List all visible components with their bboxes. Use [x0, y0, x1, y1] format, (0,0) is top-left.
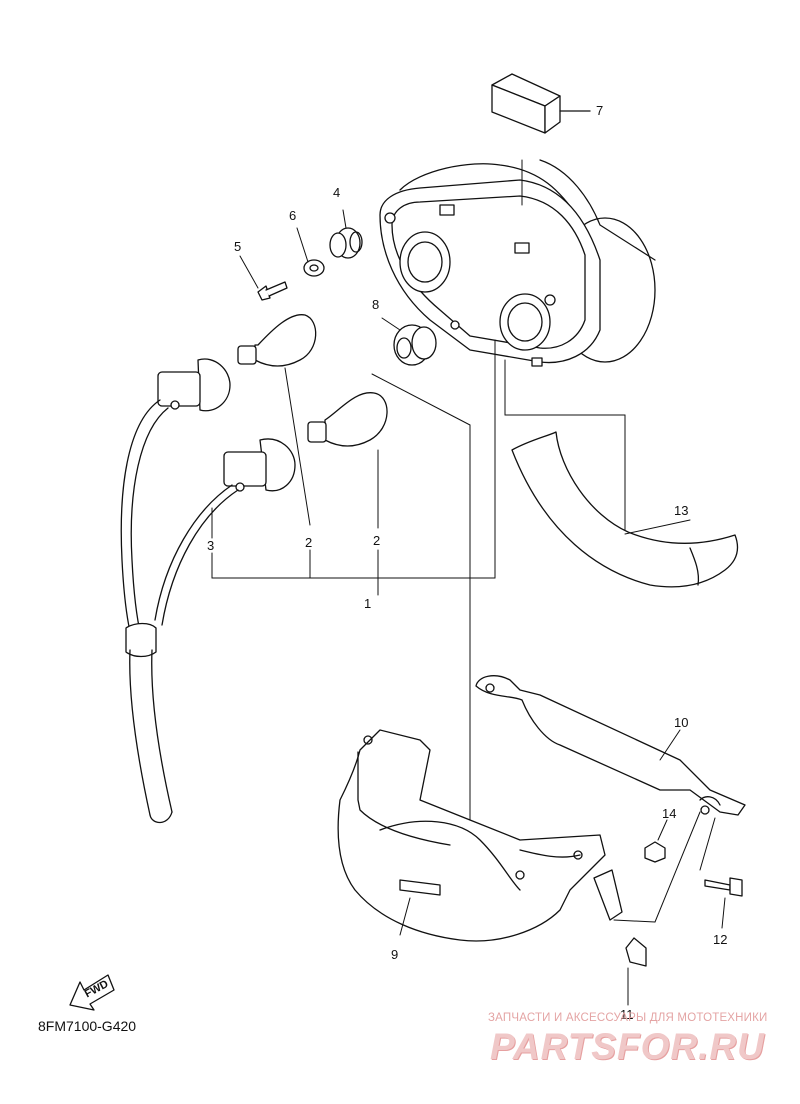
part-3-wiring-harness	[120, 358, 296, 824]
callout-9: 9	[391, 947, 399, 962]
part-4-grommet	[329, 209, 363, 259]
part-13-strap	[511, 431, 739, 588]
callout-2-right: 2	[373, 533, 381, 548]
callout-3: 3	[207, 538, 215, 553]
callout-11: 11	[620, 1007, 634, 1022]
part-14-nut	[644, 819, 668, 863]
fwd-arrow-icon: FWD	[69, 974, 115, 1011]
headlight-housing	[379, 159, 656, 367]
assembly-leader-lines	[211, 339, 626, 821]
callout-6: 6	[289, 208, 297, 223]
callout-2-left: 2	[305, 535, 313, 550]
part-5-screw	[239, 255, 288, 301]
callout-4: 4	[333, 185, 341, 200]
callout-13: 13	[674, 503, 689, 518]
part-9-cover	[337, 729, 606, 942]
callout-7: 7	[596, 103, 604, 118]
callout-5: 5	[234, 239, 242, 254]
callout-12: 12	[713, 932, 728, 947]
part-6-washer	[296, 227, 325, 277]
watermark-logo: PARTSFOR.RU	[490, 1026, 765, 1067]
callout-14: 14	[662, 806, 677, 821]
part-7-label-block	[491, 73, 591, 134]
callout-8: 8	[372, 297, 380, 312]
part-11-clip	[593, 811, 701, 1006]
callout-10: 10	[674, 715, 689, 730]
part-12-bolt	[699, 817, 743, 929]
part-10-bracket	[475, 675, 746, 816]
part-2-bulb-upper	[237, 314, 317, 367]
diagram-code: 8FM7100-G420	[38, 1018, 137, 1034]
callout-1: 1	[364, 596, 372, 611]
watermark-tagline: ЗАПЧАСТИ И АКСЕССУАРЫ ДЛЯ МОТОТЕХНИКИ	[488, 1012, 768, 1024]
part-8-grommet	[381, 317, 437, 366]
part-2-bulb-lower	[307, 392, 388, 447]
